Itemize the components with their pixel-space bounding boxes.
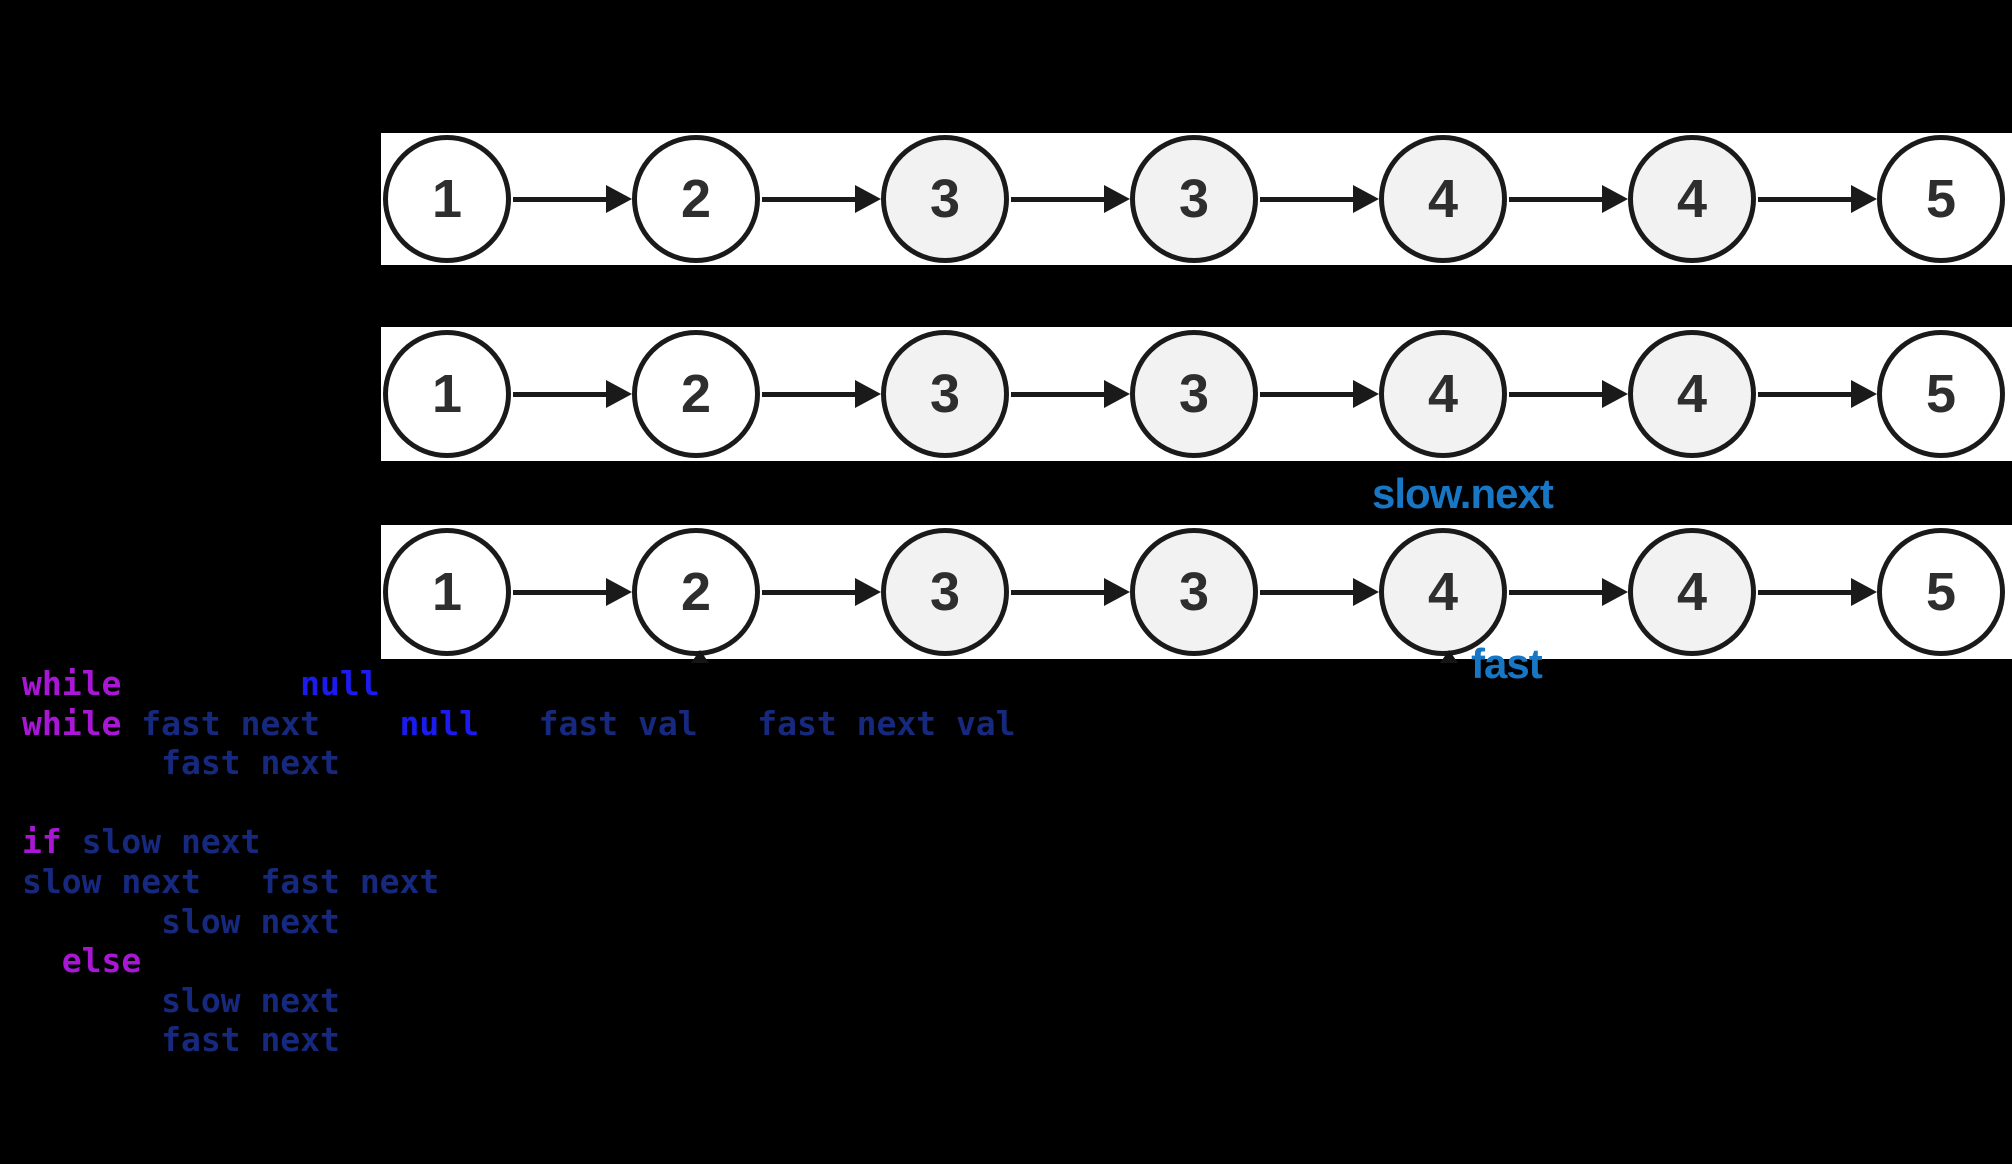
- next-pointer-arrow: [762, 392, 855, 397]
- list-node: 4: [1628, 135, 1756, 263]
- list-node: 1: [383, 135, 511, 263]
- code-keyword: if: [22, 822, 62, 862]
- list-node: 2: [632, 135, 760, 263]
- code-keyword: while: [22, 664, 122, 703]
- next-pointer-arrowhead: [1602, 185, 1628, 213]
- list-node: 3: [881, 330, 1009, 458]
- code-identifier: slow: [161, 980, 241, 1020]
- list-node: 4: [1628, 528, 1756, 656]
- fast-pointer-label: fast: [1471, 640, 1543, 687]
- code-identifier: slow: [81, 822, 162, 862]
- list-node: 1: [383, 528, 511, 656]
- next-pointer-arrowhead: [1104, 185, 1130, 213]
- next-pointer-arrowhead: [1104, 578, 1130, 606]
- code-snippet: while null while fast next null fast val…: [22, 664, 1016, 1060]
- code-identifier: next: [121, 861, 201, 901]
- next-pointer-arrow: [1509, 590, 1602, 595]
- next-pointer-arrow: [762, 590, 855, 595]
- next-pointer-arrowhead: [1353, 578, 1379, 606]
- next-pointer-arrowhead: [606, 185, 632, 213]
- list-node: 3: [881, 528, 1009, 656]
- next-pointer-arrowhead: [1353, 380, 1379, 408]
- next-pointer-arrow: [1509, 392, 1602, 397]
- list-node: 4: [1379, 528, 1507, 656]
- next-pointer-arrow: [1509, 197, 1602, 202]
- list-node: 3: [881, 135, 1009, 263]
- code-identifier: slow: [22, 861, 102, 901]
- next-pointer-arrow: [1011, 590, 1104, 595]
- code-identifier: next: [260, 901, 340, 941]
- code-identifier: fast: [260, 861, 340, 901]
- next-pointer-arrowhead: [1851, 578, 1877, 606]
- next-pointer-arrowhead: [855, 380, 881, 408]
- next-pointer-arrow: [1260, 590, 1353, 595]
- code-identifier: next: [260, 980, 340, 1020]
- next-pointer-arrowhead: [1851, 185, 1877, 213]
- next-pointer-arrow: [513, 197, 606, 202]
- code-identifier: val: [638, 703, 698, 743]
- list-node: 3: [1130, 528, 1258, 656]
- list-node: 5: [1877, 330, 2005, 458]
- pointer-caret: [691, 650, 709, 663]
- list-node: 3: [1130, 330, 1258, 458]
- next-pointer-arrow: [1011, 392, 1104, 397]
- code-identifier: next: [359, 861, 440, 901]
- next-pointer-arrow: [1758, 197, 1851, 202]
- next-pointer-arrowhead: [1353, 185, 1379, 213]
- code-identifier: val: [955, 703, 1016, 743]
- code-identifier: fast: [757, 703, 837, 743]
- next-pointer-arrow: [1758, 590, 1851, 595]
- code-identifier: fast: [538, 703, 619, 743]
- code-identifier: next: [240, 703, 321, 743]
- list-node: 4: [1379, 135, 1507, 263]
- next-pointer-arrowhead: [1602, 578, 1628, 606]
- list-node: 5: [1877, 135, 2005, 263]
- next-pointer-arrow: [762, 197, 855, 202]
- list-node: 4: [1379, 330, 1507, 458]
- list-node: 5: [1877, 528, 2005, 656]
- code-identifier: next: [260, 1020, 340, 1060]
- next-pointer-arrowhead: [606, 380, 632, 408]
- next-pointer-arrow: [513, 392, 606, 397]
- next-pointer-arrowhead: [606, 578, 632, 606]
- code-identifier: next: [856, 703, 937, 743]
- list-node: 3: [1130, 135, 1258, 263]
- next-pointer-arrowhead: [1602, 380, 1628, 408]
- pointer-caret: [1440, 650, 1458, 663]
- code-keyword: else: [61, 941, 142, 981]
- code-identifier: next: [180, 822, 261, 862]
- slow-next-pointer-label: slow.next: [1372, 470, 1554, 517]
- code-identifier: fast: [141, 703, 221, 743]
- list-node: 2: [632, 528, 760, 656]
- next-pointer-arrowhead: [1851, 380, 1877, 408]
- next-pointer-arrowhead: [855, 185, 881, 213]
- next-pointer-arrow: [1260, 392, 1353, 397]
- next-pointer-arrow: [1011, 197, 1104, 202]
- code-literal: null: [300, 664, 380, 703]
- next-pointer-arrow: [1758, 392, 1851, 397]
- list-node: 2: [632, 330, 760, 458]
- list-node: 4: [1628, 330, 1756, 458]
- next-pointer-arrow: [1260, 197, 1353, 202]
- next-pointer-arrowhead: [855, 578, 881, 606]
- next-pointer-arrow: [513, 590, 606, 595]
- code-identifier: fast: [161, 1020, 241, 1060]
- code-keyword: while: [22, 703, 122, 743]
- code-identifier: fast: [161, 743, 241, 783]
- next-pointer-arrowhead: [1104, 380, 1130, 408]
- code-literal: null: [399, 703, 480, 743]
- code-identifier: slow: [161, 901, 241, 941]
- list-node: 1: [383, 330, 511, 458]
- code-identifier: next: [260, 743, 340, 783]
